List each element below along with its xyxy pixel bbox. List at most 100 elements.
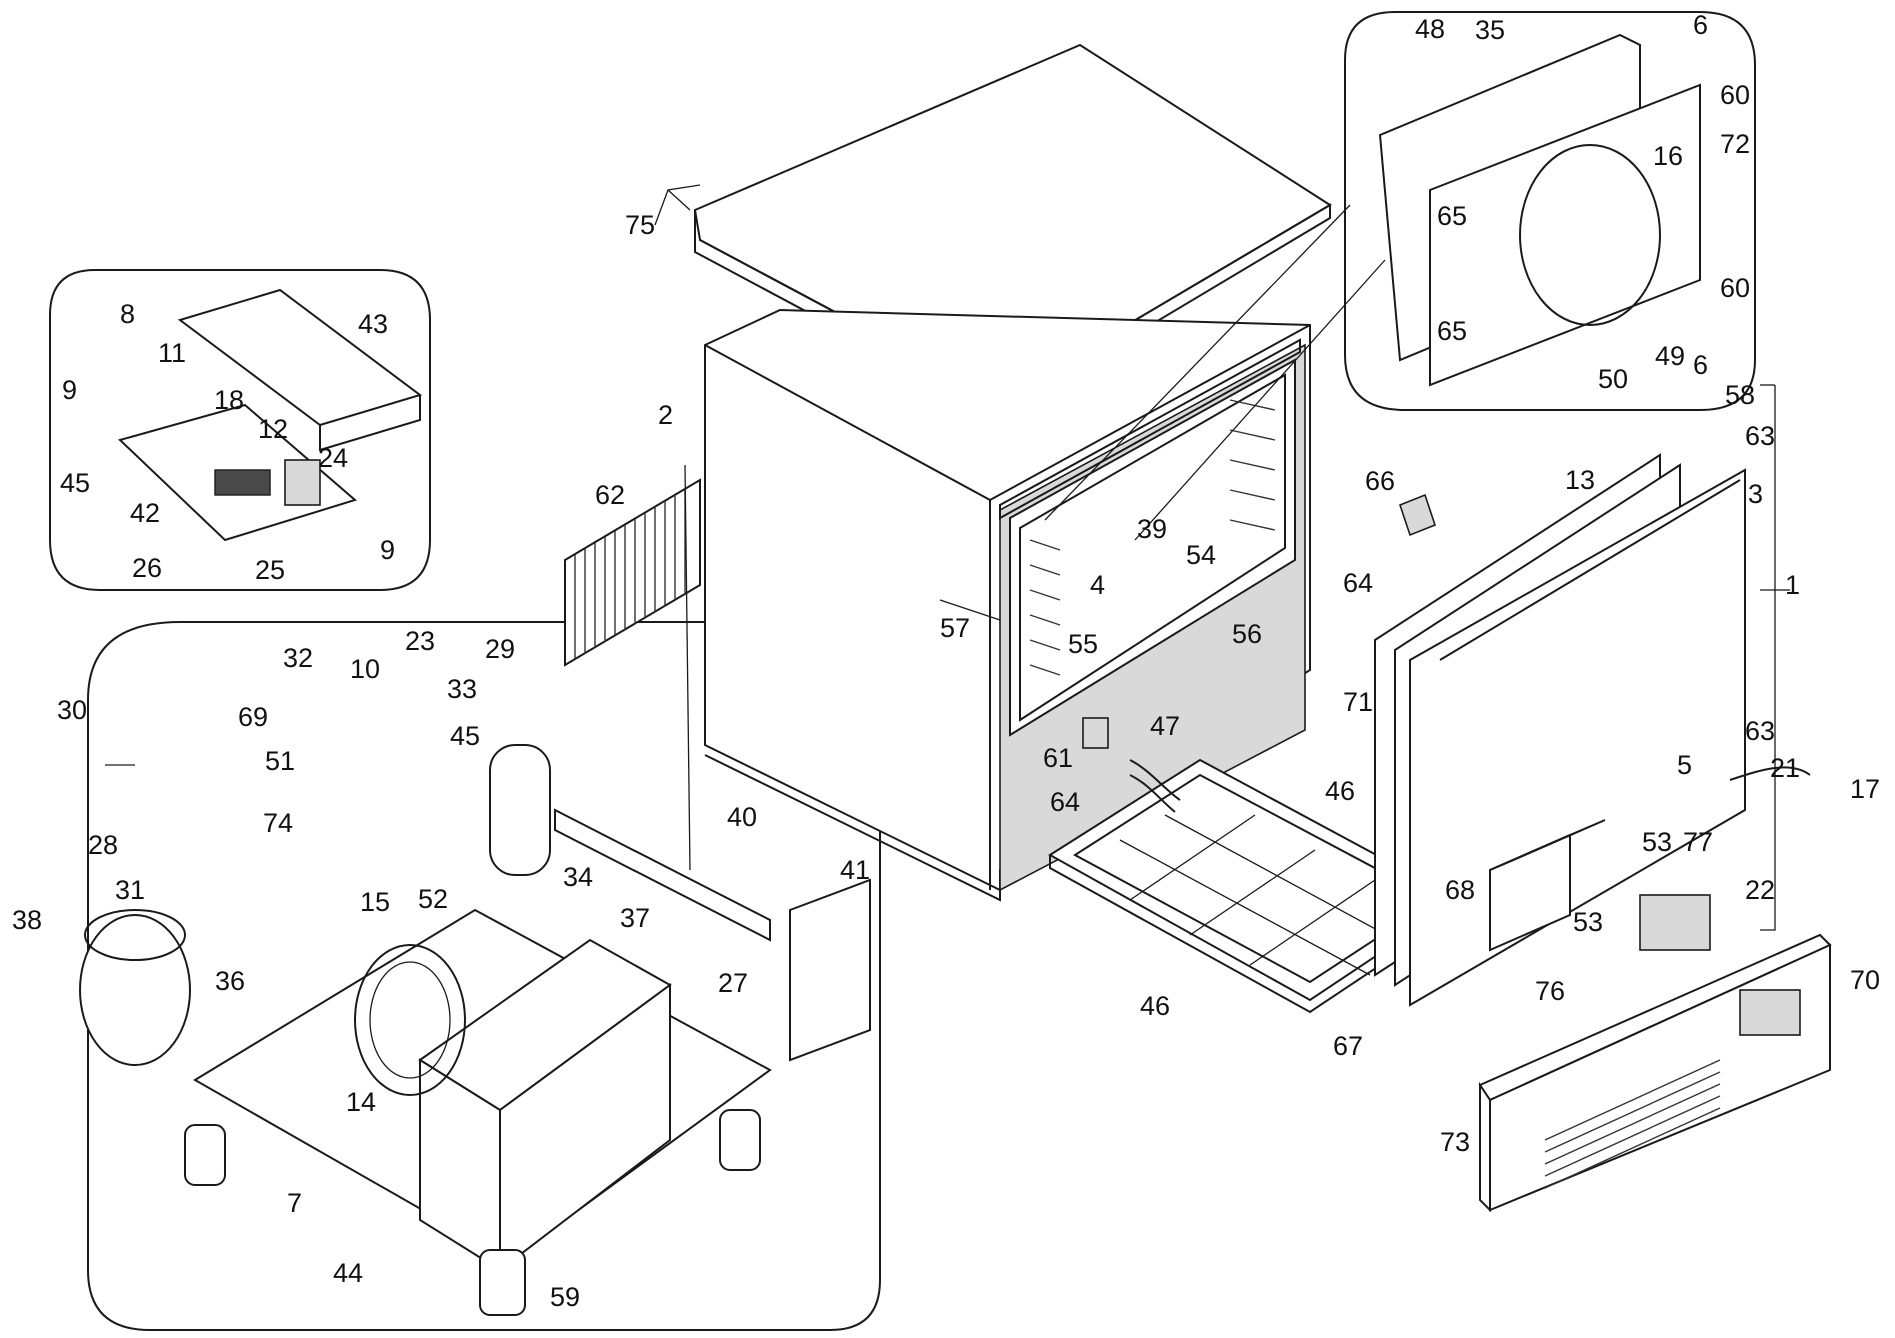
label-7: 7 xyxy=(287,1188,302,1218)
label-5: 5 xyxy=(1677,750,1692,780)
label-59: 59 xyxy=(550,1282,580,1312)
label-1: 1 xyxy=(1785,570,1800,600)
electrical-box xyxy=(118,288,423,542)
label-6a: 6 xyxy=(1693,10,1708,40)
leveling-feet xyxy=(184,1109,761,1316)
label-65b: 65 xyxy=(1437,316,1467,346)
label-6b: 6 xyxy=(1693,350,1708,380)
label-73: 73 xyxy=(1440,1127,1470,1157)
fan-shroud xyxy=(1378,33,1701,387)
label-56: 56 xyxy=(1232,619,1262,649)
label-23: 23 xyxy=(405,626,435,656)
label-12: 12 xyxy=(258,414,288,444)
label-40: 40 xyxy=(727,802,757,832)
label-24: 24 xyxy=(318,443,348,473)
label-9a: 9 xyxy=(62,375,77,405)
label-62: 62 xyxy=(595,480,625,510)
label-55: 55 xyxy=(1068,629,1098,659)
label-60a: 60 xyxy=(1720,80,1750,110)
label-47: 47 xyxy=(1150,711,1180,741)
label-38: 38 xyxy=(12,905,42,935)
electronic-controller xyxy=(1639,894,1711,951)
label-29: 29 xyxy=(485,634,515,664)
label-50: 50 xyxy=(1598,364,1628,394)
condenser-fan-guard xyxy=(354,944,466,1096)
control-housing xyxy=(1489,819,1606,952)
compressor xyxy=(79,909,191,1066)
label-31: 31 xyxy=(115,875,145,905)
label-43: 43 xyxy=(358,309,388,339)
label-26: 26 xyxy=(132,553,162,583)
label-21: 21 xyxy=(1770,753,1800,783)
label-64b: 64 xyxy=(1050,787,1080,817)
label-32: 32 xyxy=(283,643,313,673)
label-75: 75 xyxy=(625,210,655,240)
label-65a: 65 xyxy=(1437,201,1467,231)
side-panel-bracket xyxy=(554,808,771,942)
label-18: 18 xyxy=(214,385,244,415)
label-4: 4 xyxy=(1090,570,1105,600)
label-34: 34 xyxy=(563,862,593,892)
side-grille xyxy=(564,478,701,667)
label-69: 69 xyxy=(238,702,268,732)
condenser-fan-detail-frame xyxy=(1344,11,1756,411)
label-52: 52 xyxy=(418,884,448,914)
label-25: 25 xyxy=(255,555,285,585)
label-45b: 45 xyxy=(450,721,480,751)
receiver-tank xyxy=(489,744,551,876)
label-17: 17 xyxy=(1850,774,1880,804)
cabinet-body xyxy=(704,308,1311,902)
label-3: 3 xyxy=(1748,479,1763,509)
label-14: 14 xyxy=(346,1087,376,1117)
label-68: 68 xyxy=(1445,875,1475,905)
label-11: 11 xyxy=(158,338,186,368)
label-74: 74 xyxy=(263,808,293,838)
label-63b: 63 xyxy=(1745,716,1775,746)
label-44: 44 xyxy=(333,1258,363,1288)
label-33: 33 xyxy=(447,674,477,704)
label-36: 36 xyxy=(215,966,245,996)
label-77: 77 xyxy=(1683,827,1713,857)
label-76: 76 xyxy=(1535,976,1565,1006)
label-27: 27 xyxy=(718,968,748,998)
label-60b: 60 xyxy=(1720,273,1750,303)
label-54: 54 xyxy=(1186,540,1216,570)
label-63a: 63 xyxy=(1745,421,1775,451)
label-46a: 46 xyxy=(1325,776,1355,806)
drain-fitting xyxy=(1082,717,1109,749)
label-58: 58 xyxy=(1725,380,1755,410)
rear-panel xyxy=(789,878,871,1062)
leader-lines xyxy=(654,184,701,226)
leader-lines-main xyxy=(105,204,1790,931)
heater-cable xyxy=(1729,766,1811,781)
label-16: 16 xyxy=(1653,141,1683,171)
label-9b: 9 xyxy=(380,535,395,565)
label-72: 72 xyxy=(1720,129,1750,159)
label-10: 10 xyxy=(350,654,380,684)
label-41: 41 xyxy=(840,855,870,885)
condenser-coil xyxy=(418,938,672,1273)
label-35: 35 xyxy=(1475,15,1505,45)
label-46b: 46 xyxy=(1140,991,1170,1021)
label-53b: 53 xyxy=(1573,907,1603,937)
label-48: 48 xyxy=(1415,14,1445,44)
label-13: 13 xyxy=(1565,465,1595,495)
front-louver-panel xyxy=(1478,933,1832,1213)
label-64a: 64 xyxy=(1343,568,1373,598)
label-53a: 53 xyxy=(1642,827,1672,857)
label-51: 51 xyxy=(265,746,295,776)
label-70: 70 xyxy=(1850,965,1880,995)
label-37: 37 xyxy=(620,903,650,933)
label-15: 15 xyxy=(360,887,390,917)
label-61: 61 xyxy=(1043,743,1073,773)
label-8: 8 xyxy=(120,299,135,329)
label-66: 66 xyxy=(1365,466,1395,496)
label-49: 49 xyxy=(1655,341,1685,371)
shelf-pin xyxy=(1399,493,1436,537)
label-67: 67 xyxy=(1333,1031,1363,1061)
part-labels: 1 2 3 4 5 6 6 7 8 9 9 10 11 12 13 14 15 … xyxy=(12,10,1880,1312)
label-42: 42 xyxy=(130,498,160,528)
label-45a: 45 xyxy=(60,468,90,498)
electrical-box-detail-frame xyxy=(49,269,431,591)
